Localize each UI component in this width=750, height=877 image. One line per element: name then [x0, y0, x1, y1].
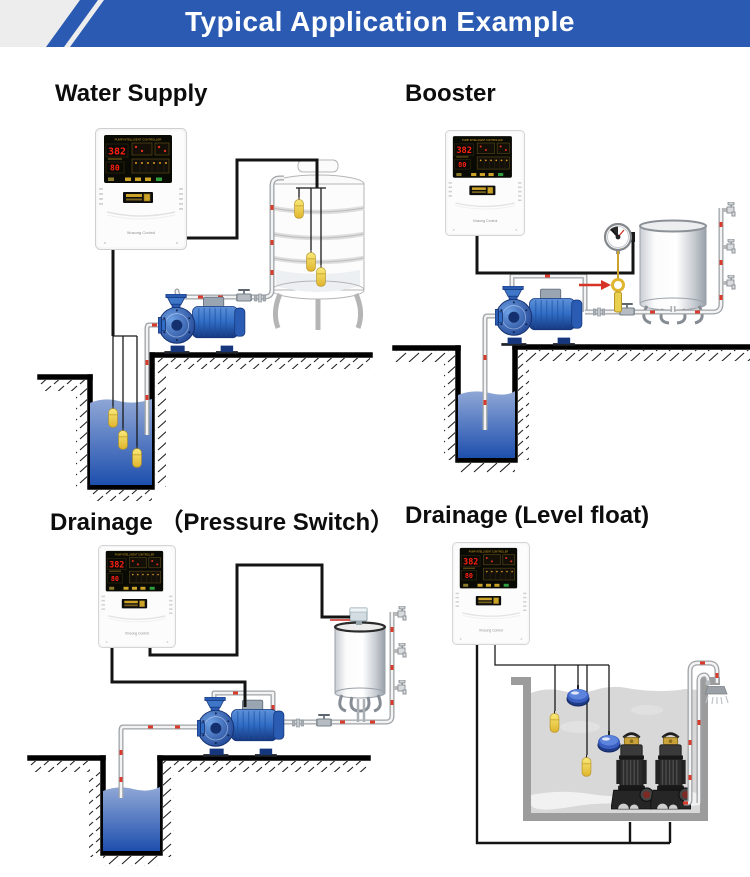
- pipe-joints: [683, 661, 719, 805]
- pressure-switch-tank: [333, 607, 387, 713]
- pressure-sensor: [611, 251, 625, 313]
- pointer-arrow: [579, 280, 611, 290]
- water-supply-pump: [158, 294, 246, 355]
- ground-and-well: [37, 352, 373, 501]
- header-banner: [0, 0, 750, 47]
- booster-pump: [495, 286, 583, 347]
- drainage-level-float-diagram: [452, 542, 729, 845]
- banner-shape: [70, 0, 750, 47]
- discharge-pipes: [683, 660, 729, 806]
- pressure-switch: [349, 607, 368, 622]
- ground-and-well: [392, 344, 750, 473]
- section-title-water-supply: Water Supply: [55, 80, 208, 107]
- pump-power-cables: [475, 645, 672, 845]
- cables: [111, 158, 326, 446]
- pipe-joints: [119, 627, 394, 782]
- well-water: [103, 787, 160, 851]
- section-title-drainage-pressure-switch: Drainage （Pressure Switch）: [50, 509, 395, 536]
- water-storage-tank: [271, 159, 365, 330]
- booster-diagram: [392, 130, 750, 473]
- page-title: Typical Application Example: [184, 6, 576, 37]
- drainage-pressure-switch-diagram: [27, 545, 407, 866]
- cables: [110, 563, 350, 707]
- page-header: Typical Application Example: [0, 0, 750, 50]
- pressure-tank: [639, 219, 707, 325]
- float-cables: [494, 645, 610, 755]
- ground-and-well: [27, 755, 371, 866]
- pipes: [118, 606, 407, 798]
- water-supply-diagram: [37, 128, 373, 501]
- pipe-joints: [483, 222, 723, 405]
- section-title-drainage-level-float: Drainage (Level float): [405, 502, 650, 529]
- pipes: [482, 202, 736, 430]
- banner-stripe: [46, 0, 98, 47]
- section-title-booster: Booster: [405, 80, 496, 107]
